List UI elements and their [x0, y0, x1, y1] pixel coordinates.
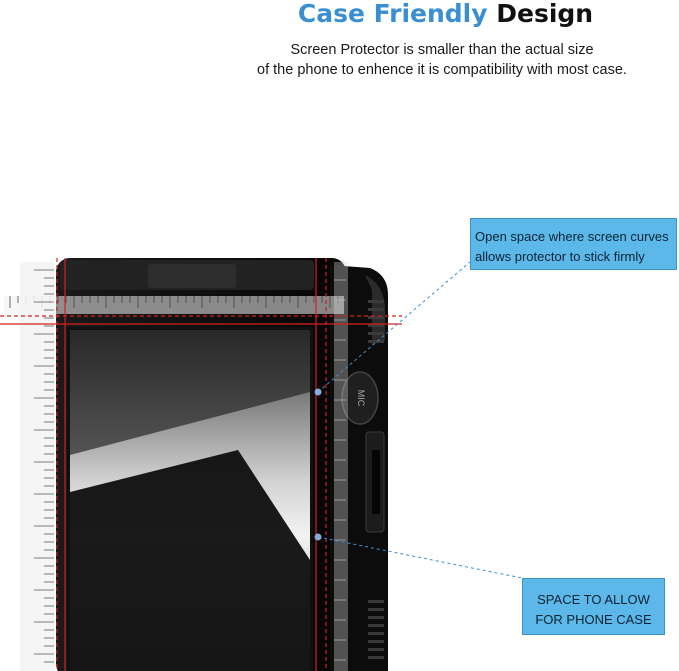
subtitle-line-2: of the phone to enhence it is compatibil…: [257, 62, 627, 78]
subtitle-line-1: Screen Protector is smaller than the act…: [290, 42, 594, 58]
callout-anchor-bottom: [314, 533, 322, 541]
callout-case-space: SPACE TO ALLOW FOR PHONE CASE: [522, 578, 665, 635]
mic-button-icon: MIC: [341, 371, 379, 425]
callout-top-line-2: allows protector to stick firmly: [475, 249, 645, 264]
leader-lines: [317, 261, 523, 579]
phone-screen: [67, 327, 313, 671]
ruler-vertical-right: [334, 262, 348, 671]
callout-anchor-top: [314, 388, 322, 396]
ruler-horizontal-icon: [4, 296, 344, 314]
callout-top-line-1: Open space where screen curves: [475, 229, 669, 244]
callout-bottom-line-2: FOR PHONE CASE: [535, 612, 652, 627]
red-guide-lines: [0, 258, 402, 671]
callout-bottom-line-1: SPACE TO ALLOW: [537, 592, 650, 607]
title-rest: Design: [496, 0, 594, 28]
subtitle: Screen Protector is smaller than the act…: [212, 40, 672, 80]
callout-curve-space: Open space where screen curves allows pr…: [470, 218, 677, 270]
ruler-vertical-icon: [20, 262, 54, 671]
svg-text:MIC: MIC: [356, 390, 366, 407]
page-title: Case Friendly Design: [0, 0, 679, 28]
title-accent: Case Friendly: [297, 0, 488, 28]
